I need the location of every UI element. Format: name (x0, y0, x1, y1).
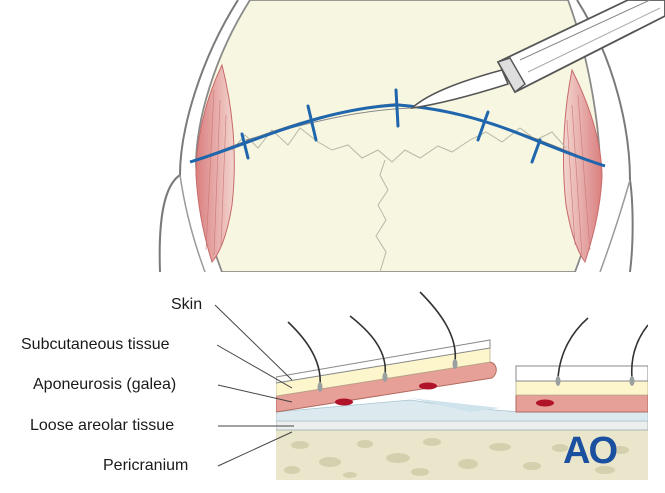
label-aponeurosis: Aponeurosis (galea) (33, 376, 177, 393)
skull-surface (195, 0, 601, 272)
scalp-flap-right (515, 317, 648, 413)
scalp-cross-section (276, 291, 648, 480)
head-illustration (158, 0, 665, 272)
scalpel-icon (409, 0, 665, 110)
pericranium-layer (276, 420, 648, 431)
label-loose-areolar-tissue: Loose areolar tissue (30, 417, 175, 434)
label-leaders (214, 304, 294, 467)
label-skin: Skin (171, 296, 203, 313)
label-subcutaneous-tissue: Subcutaneous tissue (21, 336, 170, 353)
galea-layer (276, 361, 497, 413)
ao-logo: AO (563, 430, 618, 472)
skin-layer (276, 339, 491, 384)
bone-layer (276, 428, 648, 480)
incision-marks (240, 88, 542, 164)
sagittal-suture (375, 159, 389, 272)
scalp-flap-left (276, 291, 648, 422)
coronal-suture (231, 127, 567, 163)
label-pericranium: Pericranium (103, 457, 189, 474)
temporal-muscle-left (195, 63, 235, 264)
